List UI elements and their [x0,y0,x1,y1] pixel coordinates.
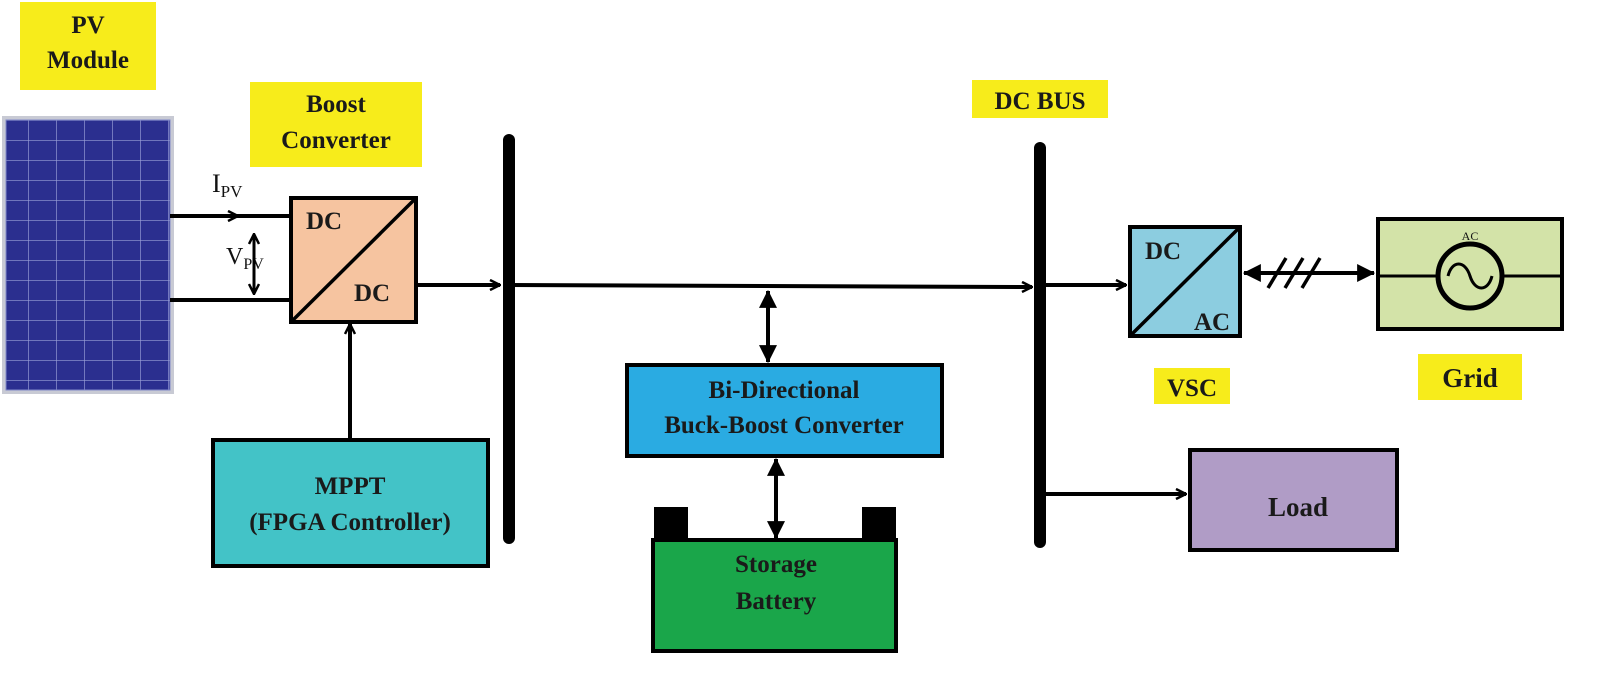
grid-ac-label: AC [1462,229,1479,243]
battery-terminal-left [654,507,688,541]
boost-label-line2: Converter [281,127,391,154]
boost-dc-top: DC [306,208,342,235]
vsc-ac: AC [1194,309,1230,336]
dc-bus-label-text: DC BUS [995,88,1086,115]
grid-label-text: Grid [1442,363,1498,393]
vsc-label-text: VSC [1167,375,1217,402]
load-label: Load [1268,492,1328,522]
mppt-line2: (FPGA Controller) [249,509,451,536]
mppt-controller: MPPT (FPGA Controller) [211,438,490,568]
pv-module-label: PV Module [20,2,156,90]
bidirectional-converter: Bi-Directional Buck-Boost Converter [625,363,944,458]
grid-label: Grid [1418,354,1522,400]
pv-module-label-line1: PV [71,12,104,39]
boost-label-line1: Boost [306,91,366,118]
boost-converter-label: Boost Converter [250,82,422,167]
pv-module-label-line2: Module [47,47,129,74]
sine-wave-icon [1446,262,1494,290]
vsc-dc: DC [1145,238,1181,265]
bidirectional-line1: Bi-Directional [709,377,860,404]
pv-current-label: IPV [212,169,243,201]
grid-block: AC [1376,217,1564,331]
boost-dc-bottom: DC [354,280,390,307]
pv-voltage-label: VPV [226,244,264,273]
vsc-label: VSC [1154,368,1230,404]
dc-bus-label: DC BUS [972,80,1108,118]
three-phase-link [1242,257,1376,289]
storage-battery: Storage Battery [651,507,898,653]
battery-line1: Storage [735,551,817,578]
pv-panel [2,116,174,394]
battery-terminal-right [862,507,896,541]
main-dc-line [508,285,1032,287]
vsc-block: DC AC [1128,225,1242,338]
boost-converter: DC DC [289,196,418,324]
battery-line2: Battery [736,588,817,615]
bidirectional-line2: Buck-Boost Converter [664,412,904,439]
mppt-line1: MPPT [315,473,386,500]
load-block: Load [1188,448,1399,552]
